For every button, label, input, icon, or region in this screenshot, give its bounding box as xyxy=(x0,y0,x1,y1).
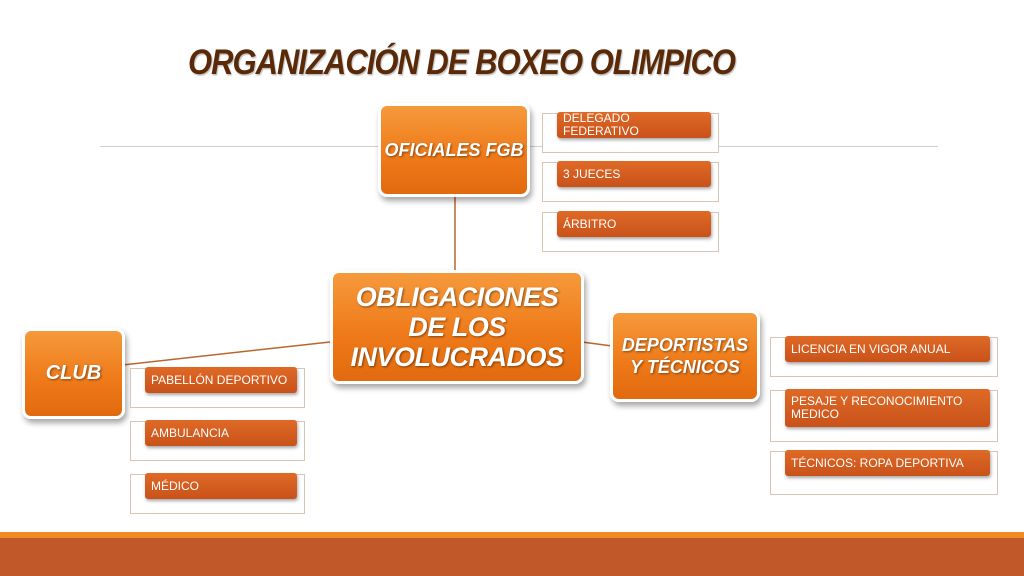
leaf-licencia-en-vigor-label: LICENCIA EN VIGOR ANUAL xyxy=(785,336,990,362)
leaf-ambulancia: AMBULANCIA xyxy=(130,420,305,461)
leaf-3-jueces: 3 JUECES xyxy=(542,161,719,202)
leaf-3-jueces-label: 3 JUECES xyxy=(557,161,711,187)
branch-node-deportistas: DEPORTISTAS Y TÉCNICOS xyxy=(610,310,760,402)
page-title: ORGANIZACIÓN DE BOXEO OLIMPICO xyxy=(188,42,736,83)
branch-node-deportistas-label: DEPORTISTAS Y TÉCNICOS xyxy=(621,335,749,377)
leaf-ambulancia-label: AMBULANCIA xyxy=(145,420,297,446)
leaf-tecnicos-ropa-label: TÉCNICOS: ROPA DEPORTIVA xyxy=(785,450,990,476)
footer-stripe xyxy=(0,532,1024,538)
branch-node-club-label: CLUB xyxy=(45,362,102,384)
leaf-pabellon-deportivo-label: PABELLÓN DEPORTIVO xyxy=(145,367,297,393)
leaf-arbitro: ÁRBITRO xyxy=(542,211,719,252)
leaf-delegado-federativo-label: DELEGADO FEDERATIVO xyxy=(557,112,711,138)
center-node-label: OBLIGACIONES DE LOS INVOLUCRADOS xyxy=(350,282,564,372)
leaf-medico-label: MÉDICO xyxy=(145,473,297,499)
leaf-pabellon-deportivo: PABELLÓN DEPORTIVO xyxy=(130,367,305,408)
leaf-arbitro-label: ÁRBITRO xyxy=(557,211,711,237)
connector-center-club xyxy=(121,341,331,366)
leaf-tecnicos-ropa: TÉCNICOS: ROPA DEPORTIVA xyxy=(770,450,998,495)
leaf-medico: MÉDICO xyxy=(130,473,305,514)
footer-band xyxy=(0,538,1024,576)
branch-node-club: CLUB xyxy=(22,328,125,419)
connector-center-deportistas xyxy=(581,341,613,347)
leaf-delegado-federativo: DELEGADO FEDERATIVO xyxy=(542,112,719,153)
branch-node-oficiales: OFICIALES FGB xyxy=(378,103,530,197)
leaf-pesaje-reconocimiento-label: PESAJE Y RECONOCIMIENTO MEDICO xyxy=(785,389,990,427)
leaf-pesaje-reconocimiento: PESAJE Y RECONOCIMIENTO MEDICO xyxy=(770,389,998,442)
center-node: OBLIGACIONES DE LOS INVOLUCRADOS xyxy=(330,270,584,384)
branch-node-oficiales-label: OFICIALES FGB xyxy=(384,139,524,160)
leaf-licencia-en-vigor: LICENCIA EN VIGOR ANUAL xyxy=(770,336,998,377)
